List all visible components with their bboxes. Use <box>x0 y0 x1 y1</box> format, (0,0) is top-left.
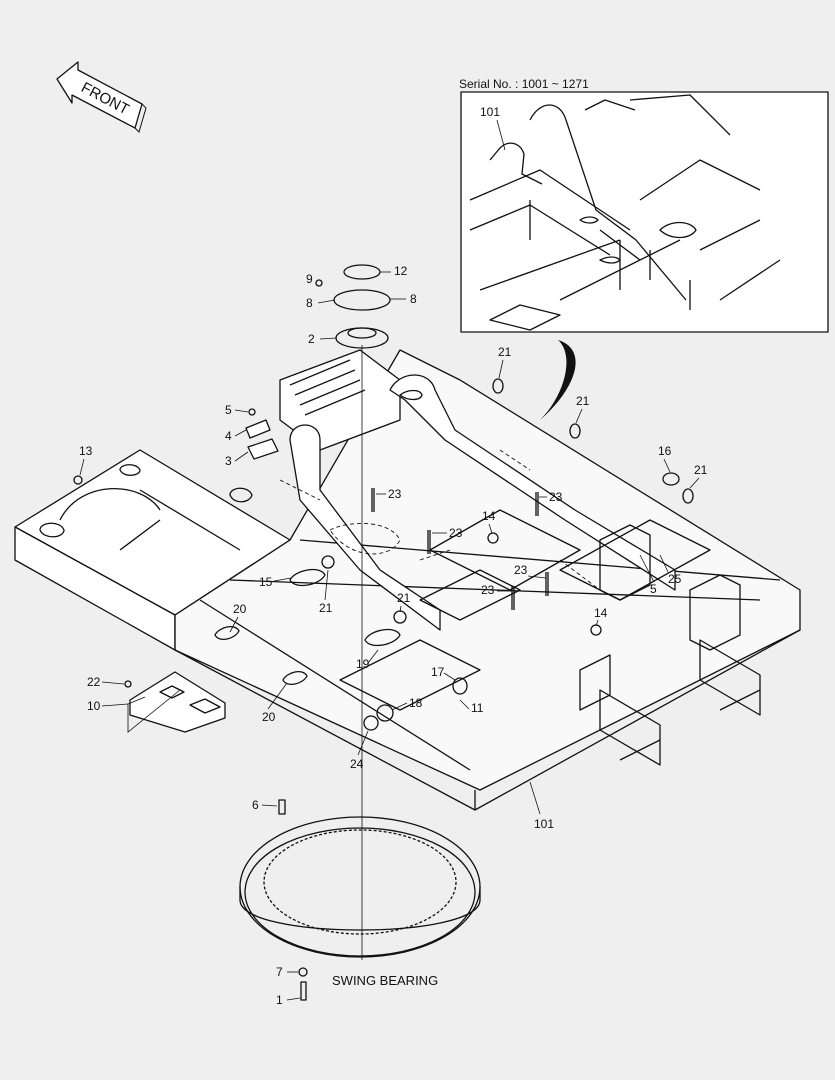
callout-16: 16 <box>658 444 672 458</box>
inset-detail: Serial No. : 1001 ~ 1271 101 <box>459 77 829 333</box>
callout-10: 10 <box>87 699 101 713</box>
swing-bearing-drawing <box>239 799 481 1001</box>
callout-6: 6 <box>252 798 259 812</box>
callout-11: 11 <box>471 701 484 715</box>
callout-8a: 8 <box>306 296 313 310</box>
inset-frame-drawing <box>469 94 781 331</box>
callout-1: 1 <box>276 993 283 1007</box>
callout-21a: 21 <box>498 345 512 359</box>
callout-101: 101 <box>534 817 554 831</box>
callout-23a: 23 <box>388 487 402 501</box>
callout-18: 18 <box>409 696 423 710</box>
inset-serial: Serial No. : 1001 ~ 1271 <box>459 77 589 91</box>
inset-pointer <box>540 340 576 420</box>
callout-3: 3 <box>225 454 232 468</box>
callout-21b: 21 <box>576 394 590 408</box>
callout-15: 15 <box>259 575 273 589</box>
inset-part-101: 101 <box>480 105 500 119</box>
callout-24: 24 <box>350 757 364 771</box>
callout-21c: 21 <box>694 463 708 477</box>
upper-frame-drawing <box>14 349 801 811</box>
callout-14a: 14 <box>482 509 496 523</box>
callout-22: 22 <box>87 675 101 689</box>
callout-23e: 23 <box>481 583 495 597</box>
callout-19: 19 <box>356 657 370 671</box>
callout-9: 9 <box>306 272 313 286</box>
callout-20a: 20 <box>233 602 247 616</box>
callout-4: 4 <box>225 429 232 443</box>
callout-13: 13 <box>79 444 93 458</box>
swing-bearing-label: SWING BEARING <box>332 973 438 988</box>
callout-2: 2 <box>308 332 315 346</box>
front-arrow: FRONT <box>56 61 147 133</box>
callout-7: 7 <box>276 965 283 979</box>
callout-20b: 20 <box>262 710 276 724</box>
callout-25: 25 <box>668 572 682 586</box>
callout-23d: 23 <box>514 563 528 577</box>
callout-12: 12 <box>394 264 408 278</box>
callout-8b: 8 <box>410 292 417 306</box>
callout-17: 17 <box>431 665 445 679</box>
callout-14b: 14 <box>594 606 608 620</box>
callout-23c: 23 <box>449 526 463 540</box>
callout-23b: 23 <box>549 490 563 504</box>
callout-5b: 5 <box>650 582 657 596</box>
callout-21e: 21 <box>397 591 411 605</box>
callout-21d: 21 <box>319 601 333 615</box>
callout-5a: 5 <box>225 403 232 417</box>
part-callouts: 9 12 8 8 2 5 4 3 13 21 21 16 21 23 23 23… <box>79 264 708 1007</box>
